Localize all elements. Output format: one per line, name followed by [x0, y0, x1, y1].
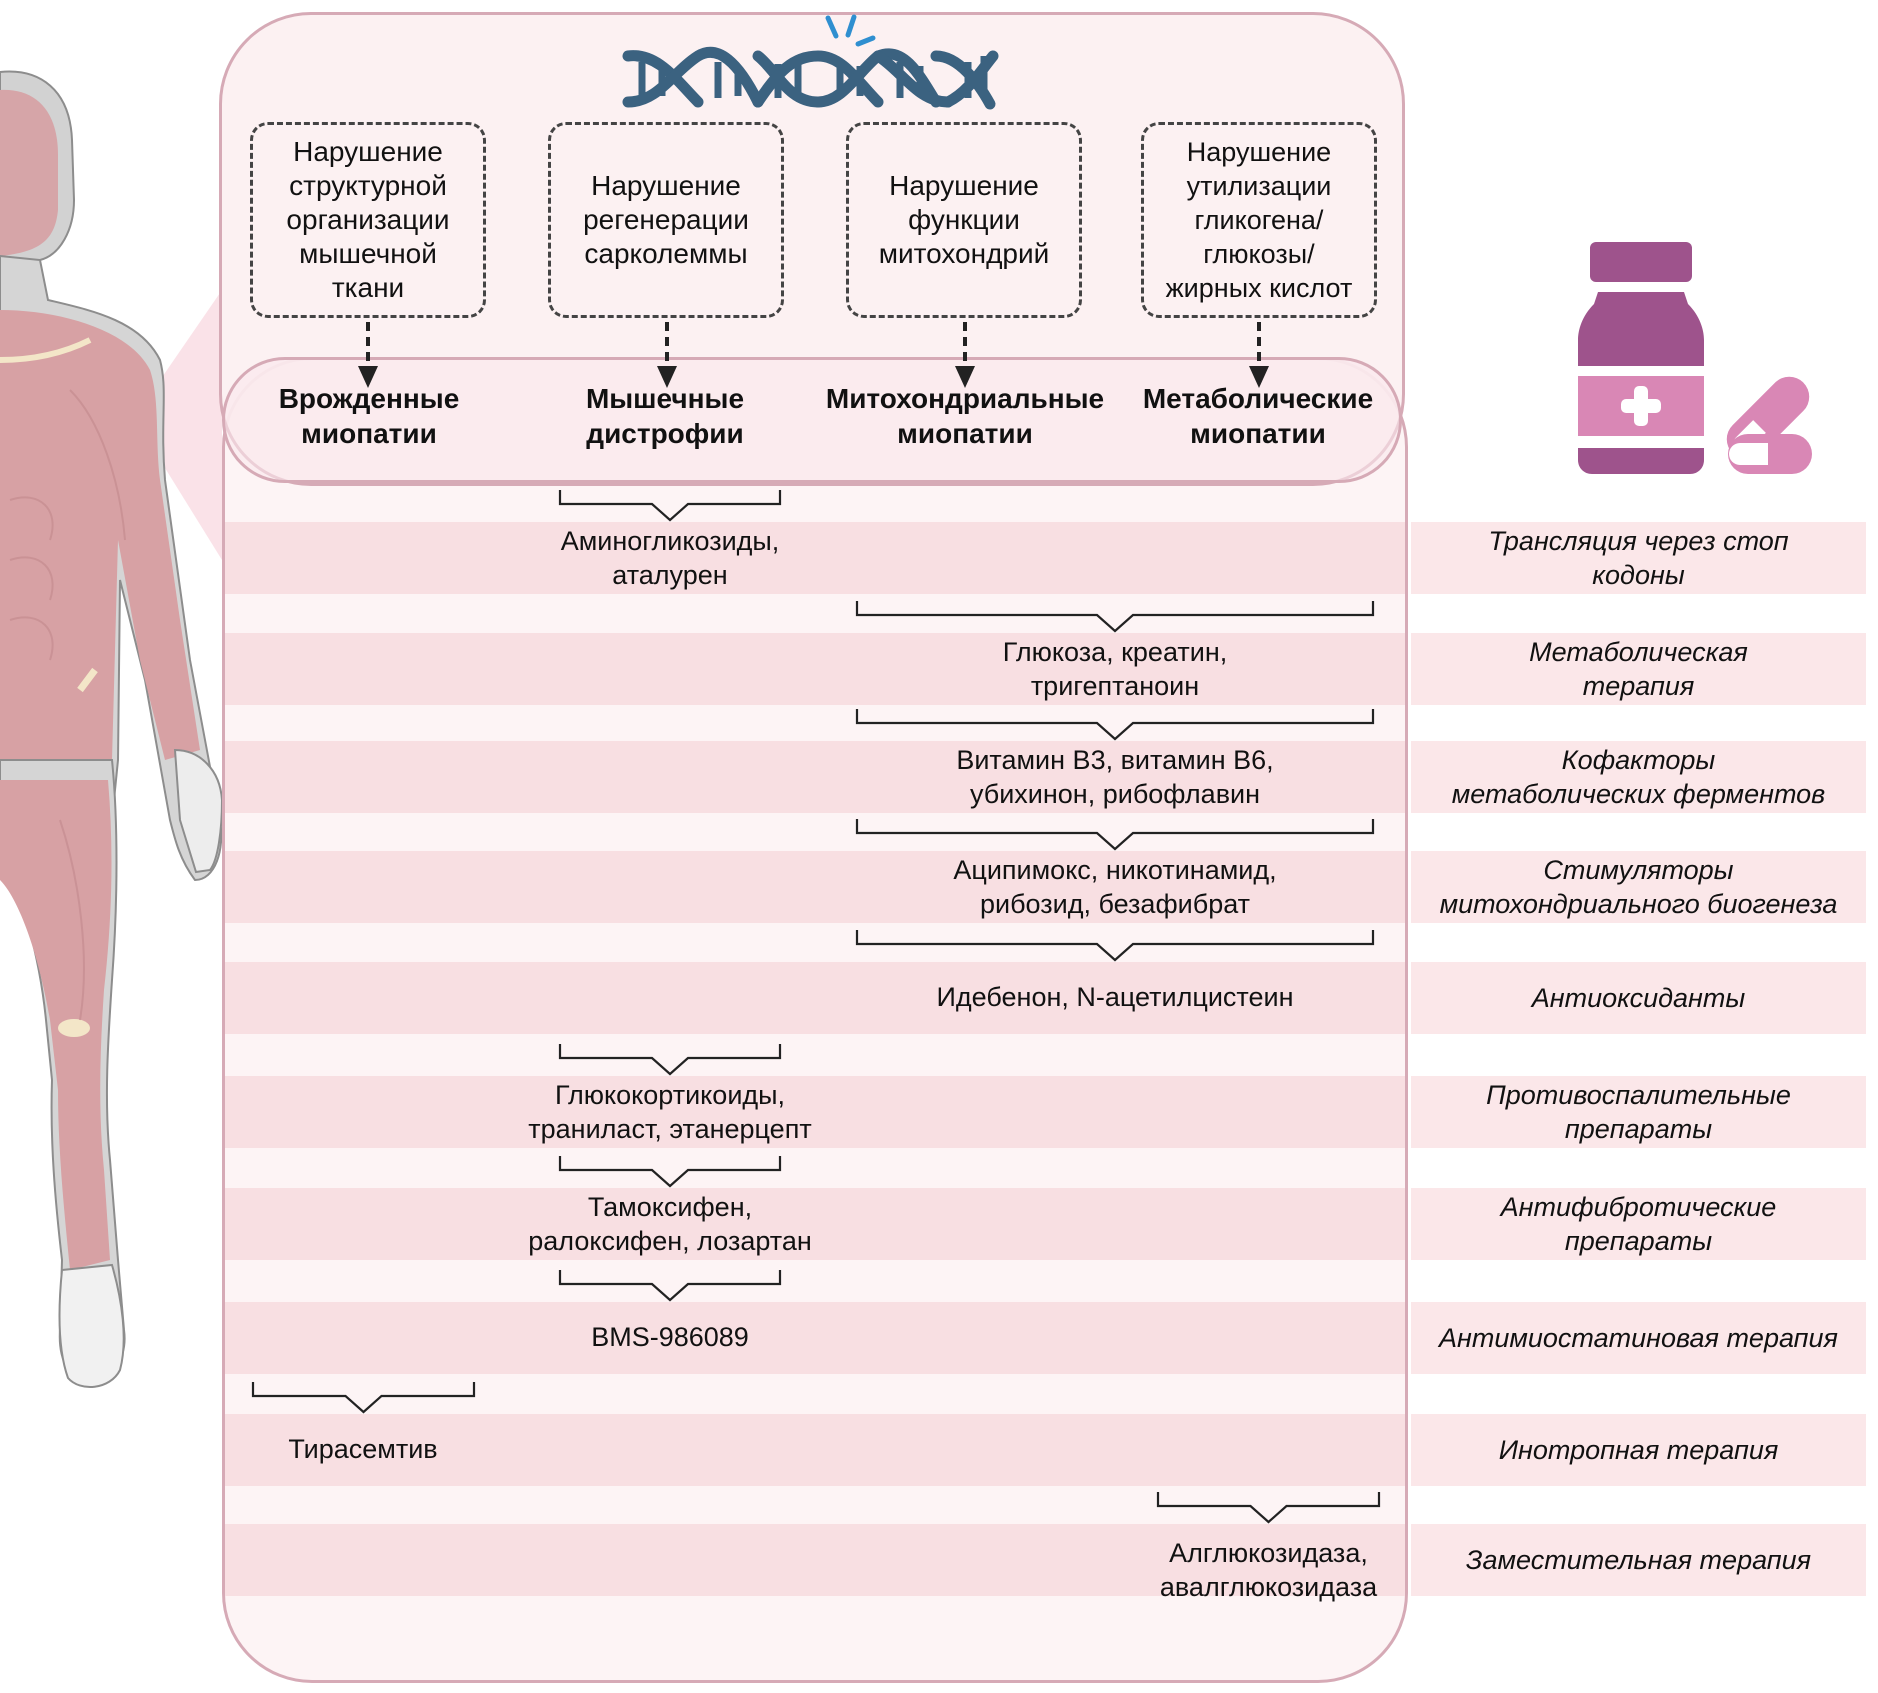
bracket [855, 709, 1375, 741]
bracket [855, 819, 1375, 851]
therapy-category-band: Стимуляторы митохондриального биогенеза [1411, 851, 1866, 923]
cause-arrows [358, 322, 1269, 388]
cause-text: Нарушение структурной организации мышечн… [286, 136, 450, 303]
therapy-category-band: Метаболическая терапия [1411, 633, 1866, 705]
arrowhead-icon [657, 366, 677, 388]
bracket [558, 1044, 782, 1076]
therapy-category-band: Трансляция через стоп кодоны [1411, 522, 1866, 594]
drug-list: Аминогликозиды, аталурен [560, 526, 780, 590]
disease-metabolic: Метаболические миопатии [1142, 383, 1374, 449]
therapy-band [225, 1414, 1405, 1486]
cause-box-mitochondria: Нарушение функции митохондрий [846, 122, 1082, 318]
bracket [1156, 1492, 1381, 1524]
drug-list: Тирасемтив [288, 1434, 438, 1464]
dna-spark-icon [825, 14, 876, 47]
therapy-band [225, 522, 1405, 594]
bracket [855, 601, 1375, 633]
therapy-category-label: Стимуляторы митохондриального биогенеза [1439, 855, 1838, 919]
therapy-band [225, 1524, 1405, 1596]
therapy-category-band: Противоспалительные препараты [1411, 1076, 1866, 1148]
drug-list: Витамин B3, витамин B6, убихинон, рибофл… [956, 745, 1274, 809]
human-muscle-anatomy-icon [0, 70, 224, 1389]
therapy-category-band: Антиоксиданты [1411, 962, 1866, 1034]
cause-box-regeneration: Нарушение регенерации сарколеммы [548, 122, 784, 318]
dna-icon [622, 14, 999, 110]
therapy-band [225, 1302, 1405, 1374]
drug-list: Алглюкозидаза, авалглюкозидаза [1159, 1538, 1378, 1602]
therapy-band [225, 741, 1405, 813]
therapy-category-label: Трансляция через стоп кодоны [1488, 526, 1789, 590]
therapy-band [225, 633, 1405, 705]
therapy-category-band: Антимиостатиновая терапия [1411, 1302, 1866, 1374]
bracket [558, 1156, 782, 1188]
therapy-category-band: Кофакторы метаболических ферментов [1411, 741, 1866, 813]
therapy-category-label: Метаболическая терапия [1529, 637, 1748, 701]
cause-text: Нарушение регенерации сарколеммы [583, 170, 749, 269]
therapy-category-label: Инотропная терапия [1498, 1435, 1779, 1465]
therapy-category-label: Антиоксиданты [1531, 983, 1746, 1013]
bracket [558, 490, 782, 522]
disease-dystrophies: Мышечные дистрофии [585, 383, 745, 449]
cause-text: Нарушение утилизации гликогена/ глюкозы/… [1165, 137, 1353, 303]
arrowhead-icon [1249, 366, 1269, 388]
drug-list: Аципимокс, никотинамид, рибозид, безафиб… [953, 855, 1277, 919]
disease-groups-panel [222, 357, 1402, 483]
cause-box-structural: Нарушение структурной организации мышечн… [250, 122, 486, 318]
bracket [855, 930, 1375, 962]
therapy-band [225, 851, 1405, 923]
therapy-band [225, 962, 1405, 1034]
bracket [251, 1382, 476, 1414]
therapy-category-label: Антимиостатиновая терапия [1439, 1323, 1838, 1353]
disease-congenital: Врожденные миопатии [278, 383, 460, 449]
therapy-category-band: Антифибротические препараты [1411, 1188, 1866, 1260]
bracket [558, 1270, 782, 1302]
arrowhead-icon [358, 366, 378, 388]
therapy-category-label: Противоспалительные препараты [1486, 1080, 1791, 1144]
drug-list: Тамоксифен, ралоксифен, лозартан [528, 1192, 812, 1256]
therapy-band [225, 1188, 1405, 1260]
therapy-category-label: Кофакторы метаболических ферментов [1451, 745, 1826, 809]
drug-list: Идебенон, N-ацетилцистеин [936, 982, 1294, 1012]
medicine-bottle-with-pills-icon [1578, 242, 1812, 474]
therapy-category-band: Инотропная терапия [1411, 1414, 1866, 1486]
therapy-category-label: Антифибротические препараты [1500, 1192, 1777, 1256]
therapy-band [225, 1076, 1405, 1148]
therapy-category-label: Заместительная терапия [1465, 1545, 1812, 1575]
drug-list: BMS-986089 [591, 1322, 749, 1352]
arrowhead-icon [955, 366, 975, 388]
cause-text: Нарушение функции митохондрий [878, 170, 1050, 269]
cause-box-utilization: Нарушение утилизации гликогена/ глюкозы/… [1141, 122, 1377, 318]
drug-list: Глюкоза, креатин, тригептаноин [1002, 637, 1228, 701]
therapy-category-band: Заместительная терапия [1411, 1524, 1866, 1596]
zoom-wedge [134, 290, 222, 560]
drug-list: Глюкокортикоиды, транилаcт, этанерцепт [528, 1080, 812, 1144]
disease-mitochondrial: Митохондриальные миопатии [825, 383, 1105, 449]
